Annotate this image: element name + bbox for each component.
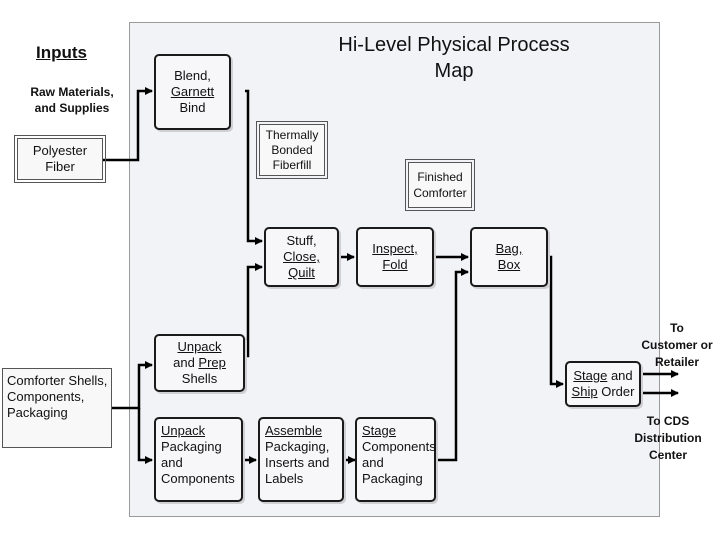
polyester-line-1: Polyester [32,143,88,158]
arrow-unpack-shells-to-stuff [245,263,263,358]
stuff-line-3: Quilt [288,265,315,280]
stage-word: Stage [573,368,608,383]
cds-line-2: Distribution [634,431,702,445]
arrow-polyester-to-blend [103,87,153,162]
finished-line-1: Finished [417,170,463,184]
title-line-1: Hi-Level Physical Process [338,34,570,56]
and-word: and [610,368,633,383]
customer-line-1: To [670,321,684,335]
unpack-pkg-line-2: Packaging [161,439,222,454]
stage-comp-line-3: and [362,455,384,470]
ship-word: Ship [571,384,598,399]
cds-line-1: To CDS [646,414,690,428]
step-stuff-close-quilt: Stuff, Close, Quilt [264,227,339,287]
inputs-heading: Inputs [36,43,87,62]
stuff-line-2: Close, [283,249,320,264]
step-stage-ship-order: Stage and Ship Order [565,361,641,407]
thermally-line-3: Fiberfill [272,157,312,172]
ship-line-1: Stage and [573,368,632,384]
ship-line-2: Ship Order [572,384,635,400]
finished-comforter-note: Finished Comforter [405,159,475,211]
unpack-pkg-line-1: Unpack [161,423,206,438]
arrow-bag-to-ship [548,255,564,388]
cds-line-3: Center [648,448,687,462]
step-blend-garnett-bind: Blend, Garnett Bind [154,54,231,130]
step-assemble-packaging: Assemble Packaging, Inserts and Labels [258,417,344,502]
shells-line-2: Components, [7,389,85,404]
output-cds: To CDS Distribution Center [628,413,708,464]
stuff-line-1: Stuff, [286,233,317,248]
arrow-input-to-unpack-shells [110,361,153,410]
prep-word: Prep [198,355,226,370]
raw-materials-line-2: and Supplies [34,101,110,115]
customer-line-3: Retailer [654,355,700,369]
assemble-line-3: Inserts and [265,455,330,470]
arrow-blend-to-stuff [245,89,263,245]
title-line-2: Map [434,60,474,82]
comforter-shells-input: Comforter Shells, Components, Packaging [2,368,112,448]
blend-line-3: Bind [179,100,206,115]
thermally-bonded-note: Thermally Bonded Fiberfill [256,121,328,179]
output-customer: To Customer or Retailer [632,320,720,371]
thermally-line-2: Bonded [271,142,313,157]
unpack-pkg-line-4: Components [161,471,235,486]
arrow-input-to-unpack-packaging [137,408,153,464]
step-unpack-packaging: Unpack Packaging and Components [154,417,243,502]
order-word: Order [601,384,635,399]
step-stage-components: Stage Components and Packaging [355,417,436,502]
inspect-line-2: Fold [382,257,408,272]
assemble-line-4: Labels [265,471,304,486]
stage-comp-line-2: Components [362,439,436,454]
bag-line-2: Box [497,257,521,272]
stage-comp-line-4: Packaging [362,471,423,486]
blend-line-2: Garnett [170,84,215,99]
raw-materials-label: Raw Materials, and Supplies [22,84,122,116]
raw-materials-line-1: Raw Materials, [30,85,114,99]
inspect-line-1: Inspect, [372,241,418,256]
customer-line-2: Customer or [641,338,713,352]
shells-line-3: Packaging [7,405,68,420]
step-unpack-prep-shells: Unpack and Prep Shells [154,334,245,392]
bag-line-1: Bag, [495,241,523,256]
polyester-line-2: Fiber [45,159,75,174]
finished-line-2: Comforter [413,186,467,200]
step-bag-box: Bag, Box [470,227,548,287]
diagram-title: Hi-Level Physical Process Map [300,32,608,84]
assemble-line-1: Assemble [265,423,323,438]
polyester-fiber-input: Polyester Fiber [14,135,106,183]
unpack-pkg-line-3: and [161,455,183,470]
shells-line-1: Comforter Shells, [7,373,108,388]
stage-comp-line-1: Stage [362,423,396,438]
unpack-shells-line-3: Shells [181,371,218,386]
step-inspect-fold: Inspect, Fold [356,227,434,287]
unpack-shells-line-1: Unpack [177,339,222,354]
thermally-line-1: Thermally [265,127,319,142]
assemble-line-2: Packaging, [265,439,330,454]
blend-line-1: Blend, [174,68,211,83]
unpack-shells-line-2: and Prep [173,355,226,370]
arrow-stage-to-bag [436,268,469,462]
